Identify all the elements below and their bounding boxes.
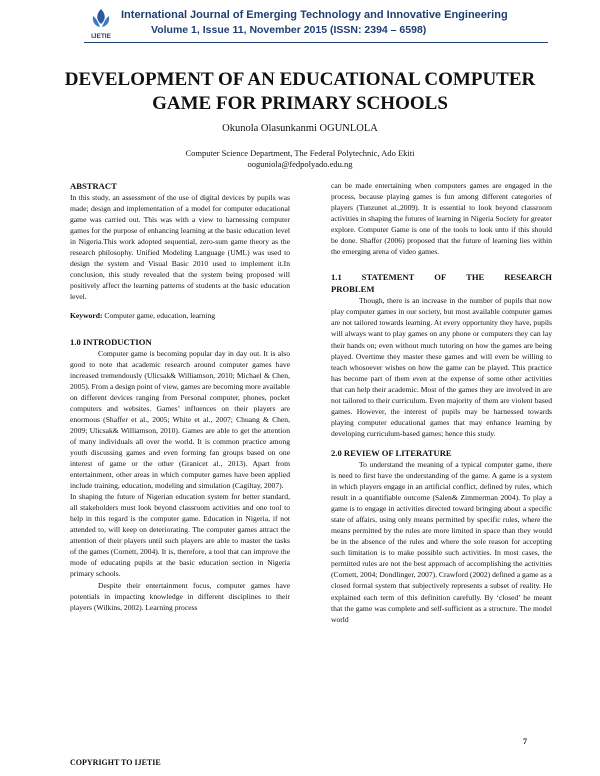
problem-heading-word: THE (466, 272, 485, 283)
keywords: Keyword: Computer game, education, learn… (70, 310, 290, 321)
page-number: 7 (523, 737, 527, 746)
problem-heading: 1.1 STATEMENT OF THE RESEARCH (331, 271, 552, 283)
review-paragraph: To understand the meaning of a typical c… (331, 459, 552, 624)
logo-text: IJETIE (91, 33, 112, 40)
keyword-list: Computer game, education, learning (102, 311, 216, 321)
problem-heading-word: STATEMENT (361, 272, 415, 283)
intro-paragraph-2: In shaping the future of Nigerian educat… (70, 492, 290, 579)
ijetie-logo: IJETIE (91, 9, 112, 40)
left-column: ABSTRACT In this study, an assessment of… (70, 180, 290, 613)
copyright-footer: COPYRIGHT TO IJETIE (70, 758, 161, 767)
journal-volume: Volume 1, Issue 11, November 2015 (ISSN:… (151, 24, 427, 36)
problem-heading-line-2: PROBLEM (331, 284, 375, 295)
author-name: Okunola Olasunkanmi OGUNLOLA (222, 123, 378, 134)
title-line-1: DEVELOPMENT OF AN EDUCATIONAL COMPUTER (64, 69, 536, 90)
right-column: can be made entertaining when computers … (331, 180, 552, 625)
author-affiliation: Computer Science Department, The Federal… (0, 148, 600, 170)
journal-name: International Journal of Emerging Techno… (121, 9, 508, 21)
intro-paragraph-1: Computer game is becoming popular day in… (70, 348, 290, 491)
problem-heading-word: RESEARCH (504, 272, 552, 283)
header-rule (84, 42, 548, 43)
journal-header: IJETIE International Journal of Emerging… (0, 0, 600, 44)
problem-heading-word: OF (434, 272, 447, 283)
continued-paragraph: can be made entertaining when computers … (331, 181, 552, 257)
intro-paragraph-3: Despite their entertainment focus, compu… (70, 580, 290, 612)
paper-title: DEVELOPMENT OF AN EDUCATIONAL COMPUTER G… (60, 68, 540, 116)
abstract-heading: ABSTRACT (70, 181, 117, 191)
title-line-2: GAME FOR PRIMARY SCHOOLS (152, 93, 448, 114)
problem-paragraph: Though, there is an increase in the numb… (331, 296, 552, 438)
author-email: ooguniola@fedpolyado.edu.ng (247, 159, 353, 169)
keyword-label: Keyword: (70, 311, 103, 321)
problem-heading-number: 1.1 (331, 272, 342, 283)
intro-heading: 1.0 INTRODUCTION (70, 336, 152, 347)
abstract-text: In this study, an assessment of the use … (70, 193, 290, 302)
affiliation-department: Computer Science Department, The Federal… (185, 148, 415, 158)
review-heading: 2.0 REVIEW OF LITERATURE (331, 447, 452, 458)
